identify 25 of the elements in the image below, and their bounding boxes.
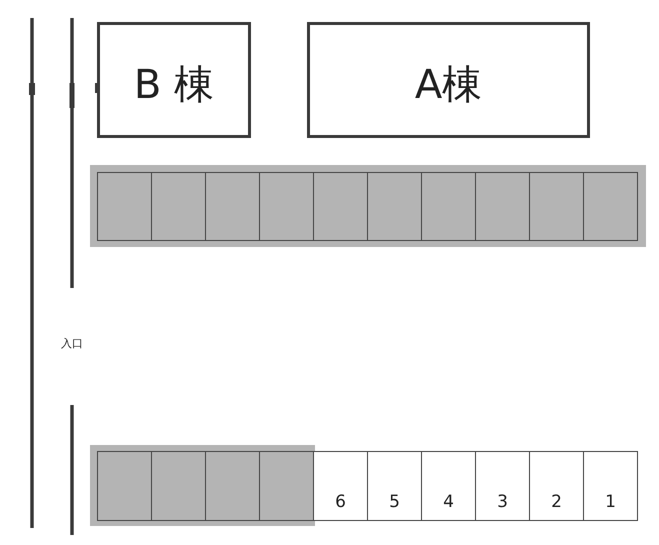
parking-space: 3 bbox=[475, 451, 530, 521]
parking-space: 2 bbox=[529, 451, 584, 521]
parking-space bbox=[97, 172, 152, 241]
building-box: A棟 bbox=[307, 22, 590, 138]
parking-row-background bbox=[90, 165, 646, 247]
parking-space bbox=[475, 172, 530, 241]
parking-space bbox=[259, 451, 314, 521]
parking-space: 6 bbox=[313, 451, 368, 521]
parking-space bbox=[421, 172, 476, 241]
parking-space bbox=[151, 451, 206, 521]
parking-row-background bbox=[90, 445, 315, 526]
parking-space bbox=[583, 172, 638, 241]
parking-space bbox=[205, 172, 260, 241]
parking-space bbox=[313, 172, 368, 241]
parking-space bbox=[151, 172, 206, 241]
parking-space: 4 bbox=[421, 451, 476, 521]
parking-space bbox=[205, 451, 260, 521]
parking-space bbox=[259, 172, 314, 241]
building-box: B 棟 bbox=[97, 22, 251, 138]
parking-space: 1 bbox=[583, 451, 638, 521]
parking-space bbox=[367, 172, 422, 241]
entrance-label: 入口 bbox=[61, 336, 83, 351]
parking-space: 5 bbox=[367, 451, 422, 521]
parking-space bbox=[529, 172, 584, 241]
parking-space bbox=[97, 451, 152, 521]
